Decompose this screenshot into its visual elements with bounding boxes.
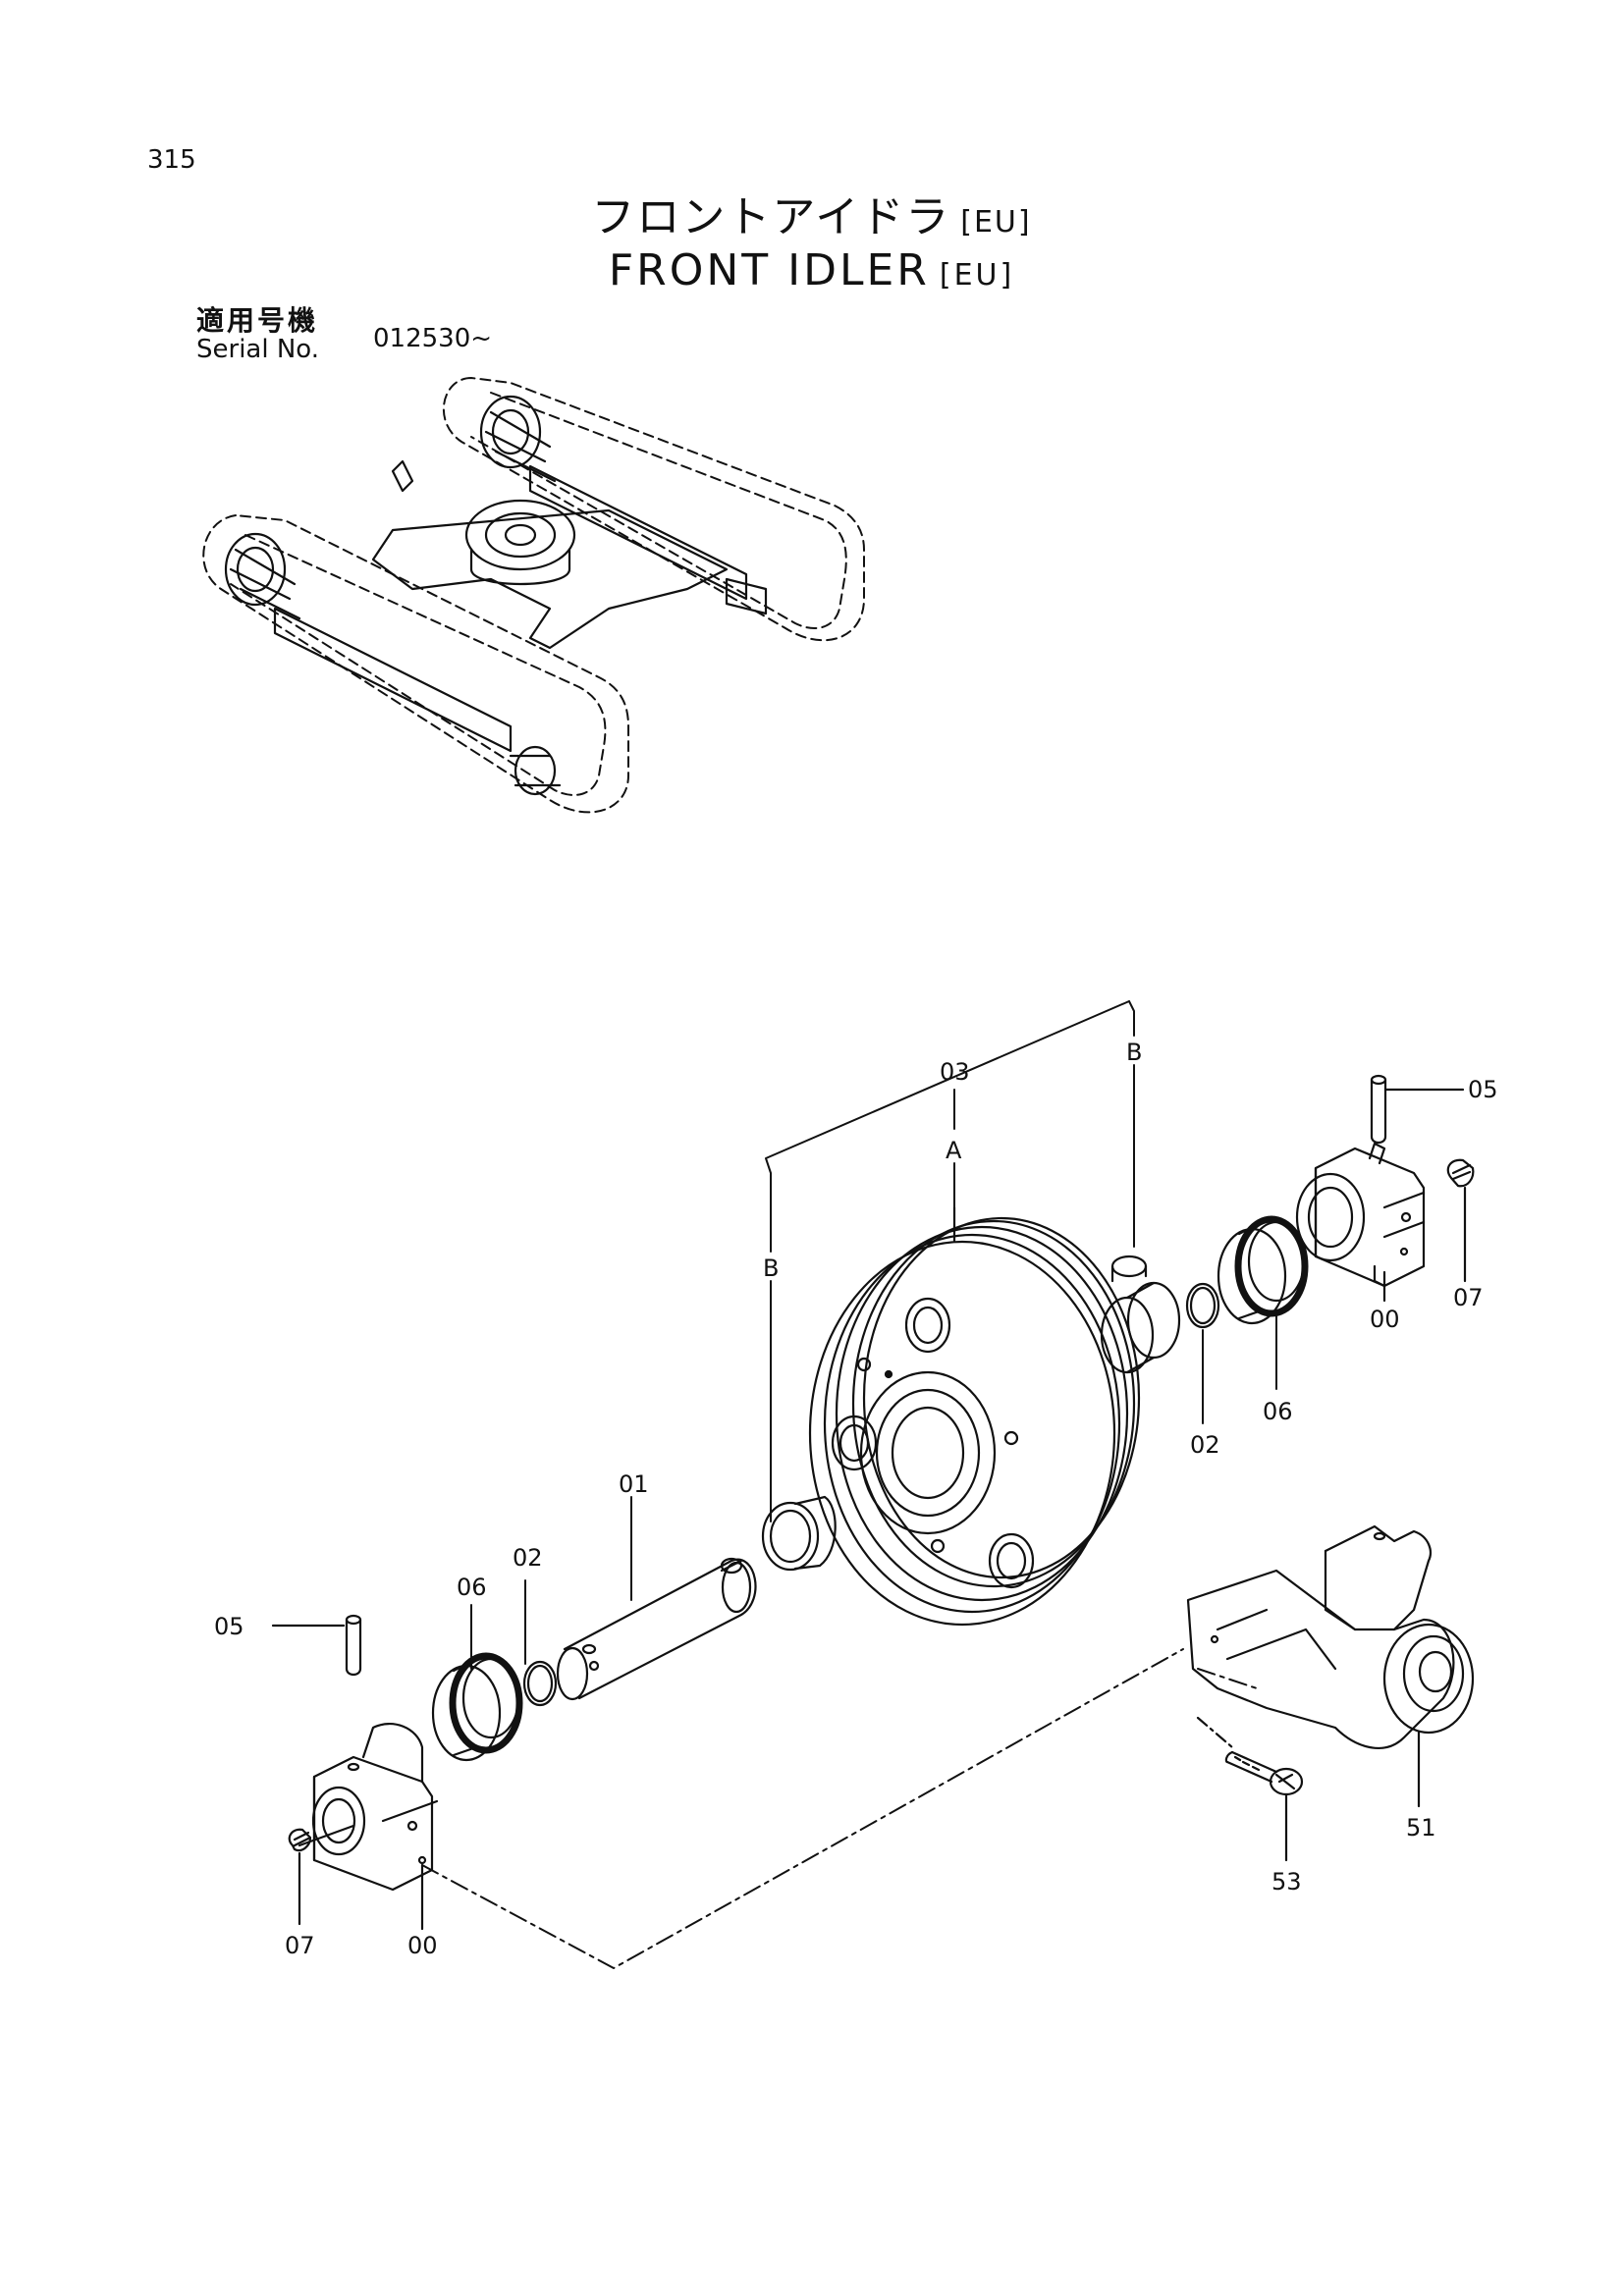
serial-label: 適用号機 Serial No. <box>196 304 319 364</box>
callout-upper-05: 05 <box>1468 1076 1498 1103</box>
chain-lines <box>421 1648 1258 1969</box>
region-tag-english: [EU] <box>939 258 1015 293</box>
leader-lines-B <box>765 1000 1135 1522</box>
region-tag: [EU] <box>960 205 1032 240</box>
callout-upper-00: 00 <box>1370 1306 1400 1333</box>
title-japanese: フロントアイドラ [EU] <box>0 182 1623 244</box>
undercarriage-overview <box>202 377 865 814</box>
bushing-left <box>761 1495 837 1572</box>
o-rings <box>522 1282 1220 1707</box>
callout-lower-07: 07 <box>285 1932 315 1959</box>
title-japanese-text: フロントアイドラ <box>591 192 951 242</box>
serial-label-japanese: 適用号機 <box>196 304 319 337</box>
callout-bracket-51: 51 <box>1406 1814 1436 1842</box>
leader-lines <box>470 1089 1277 1670</box>
bracket <box>1186 1524 1475 1808</box>
bolt <box>1196 1716 1304 1862</box>
callout-lower-02: 02 <box>513 1544 543 1572</box>
serial-value: 012530~ <box>373 324 493 353</box>
title-english: FRONT IDLER [EU] <box>0 245 1623 295</box>
callout-bolt-53: 53 <box>1271 1868 1302 1896</box>
callout-idler-03: 03 <box>940 1058 970 1086</box>
callout-shaft-01: 01 <box>619 1470 649 1498</box>
page-number: 315 <box>147 145 196 175</box>
callout-labels: 05 07 00 06 02 03 A B B 01 02 06 05 07 0… <box>214 1039 1498 1959</box>
callout-upper-07: 07 <box>1453 1284 1484 1311</box>
seal-lower <box>431 1652 523 1762</box>
seal-upper <box>1217 1215 1309 1325</box>
callout-lower-00: 00 <box>407 1932 438 1959</box>
bushing-right <box>1100 1255 1181 1374</box>
callout-upper-06: 06 <box>1263 1398 1293 1425</box>
shaft <box>556 1557 757 1701</box>
idler-wheel <box>808 1205 1141 1627</box>
support-block-lower <box>271 1614 439 1931</box>
callout-upper-02: 02 <box>1190 1431 1220 1459</box>
callout-lower-06: 06 <box>457 1574 487 1601</box>
callout-idler-A: A <box>946 1137 962 1164</box>
serial-label-english: Serial No. <box>196 335 319 364</box>
callout-B-right: B <box>1126 1039 1142 1066</box>
support-block-upper <box>1295 1074 1475 1303</box>
title-english-text: FRONT IDLER <box>608 245 930 295</box>
callout-lower-05: 05 <box>214 1613 244 1640</box>
callout-B-left: B <box>763 1255 779 1282</box>
